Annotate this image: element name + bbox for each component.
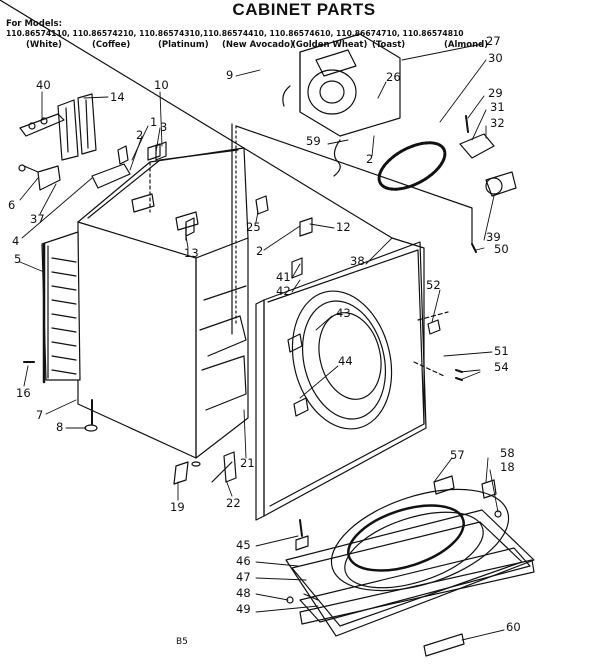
callout-51: 51: [494, 344, 509, 358]
motor-assembly: [282, 33, 401, 177]
cabinet-body: [77, 147, 249, 467]
callout-37: 37: [30, 212, 45, 226]
callout-2b: 2: [256, 244, 264, 258]
callout-49: 49: [236, 602, 251, 616]
color-new-avocado: (New Avocado): [222, 40, 294, 50]
color-platinum: (Platinum): [158, 40, 209, 50]
drive-belt: [377, 141, 447, 191]
callout-27: 27: [486, 34, 501, 48]
callout-9: 9: [226, 68, 234, 82]
callout-5: 5: [14, 252, 22, 266]
right-brackets: [459, 115, 517, 253]
callout-10: 10: [154, 78, 169, 92]
callout-48: 48: [236, 586, 251, 600]
callout-52: 52: [426, 278, 441, 292]
callout-54: 54: [494, 360, 509, 374]
callout-31: 31: [490, 100, 505, 114]
callout-45: 45: [236, 538, 251, 552]
callout-47: 47: [236, 570, 251, 584]
callout-18: 18: [500, 460, 515, 474]
front-frame-back: [0, 0, 425, 425]
color-almond: (Almond): [444, 40, 489, 50]
color-golden-wheat: (Golden Wheat): [292, 40, 368, 50]
callout-14: 14: [110, 90, 125, 104]
callout-8: 8: [56, 420, 64, 434]
page-code: B5: [176, 637, 188, 647]
callout-2c: 2: [366, 152, 374, 166]
callout-7: 7: [36, 408, 44, 422]
front-panel: [255, 241, 449, 521]
callout-44: 44: [338, 354, 353, 368]
door-handle: [423, 633, 465, 657]
callout-43: 43: [336, 306, 351, 320]
callout-38: 38: [350, 254, 365, 268]
callout-59: 59: [306, 134, 321, 148]
upper-left-parts: [18, 93, 161, 191]
callout-13: 13: [184, 246, 199, 260]
screws-and-clips: [23, 141, 502, 604]
callout-16: 16: [16, 386, 31, 400]
callout-22: 22: [226, 496, 241, 510]
callout-2a: 2: [136, 128, 144, 142]
callout-30: 30: [488, 51, 503, 65]
color-coffee: (Coffee): [92, 40, 131, 50]
color-toast: (Toast): [372, 40, 406, 50]
callout-32: 32: [490, 116, 505, 130]
side-panel: [41, 231, 81, 384]
callout-29: 29: [488, 86, 503, 100]
leader-lines: [19, 43, 505, 641]
callout-46: 46: [236, 554, 251, 568]
color-white: (White): [26, 40, 62, 50]
callout-25: 25: [246, 220, 261, 234]
callout-12: 12: [336, 220, 351, 234]
callout-40: 40: [36, 78, 51, 92]
callout-50: 50: [494, 242, 509, 256]
callout-39: 39: [486, 230, 501, 244]
diagram-title: CABINET PARTS: [232, 0, 376, 19]
callout-60: 60: [506, 620, 521, 634]
models-list: 110.86574110, 110.86574210, 110.86574310…: [6, 29, 464, 38]
callout-26: 26: [386, 70, 401, 84]
models-prefix: For Models:: [6, 19, 62, 29]
callout-41: 41: [276, 270, 291, 284]
callout-19: 19: [170, 500, 185, 514]
rear-panel: [231, 123, 473, 335]
callout-4: 4: [12, 234, 20, 248]
callout-42: 42: [276, 284, 291, 298]
callout-57: 57: [450, 448, 465, 462]
callout-21: 21: [240, 456, 255, 470]
callout-58: 58: [500, 446, 515, 460]
callout-3: 3: [160, 120, 168, 134]
door-assembly: [285, 475, 535, 637]
callout-6: 6: [8, 198, 16, 212]
callout-1: 1: [150, 115, 158, 129]
